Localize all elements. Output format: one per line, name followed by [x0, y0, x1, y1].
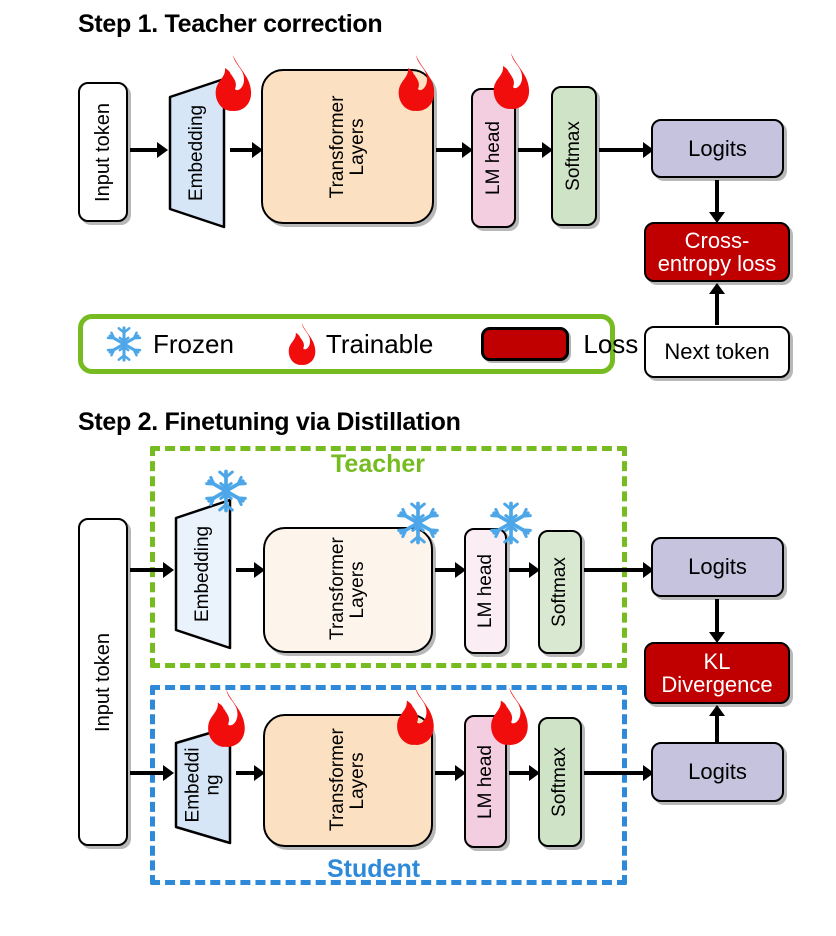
teacher-group-label: Teacher — [331, 450, 426, 478]
step1-arrow-6-head — [709, 212, 725, 223]
student-embedding-label: Embeddi ng — [182, 747, 223, 823]
kl-divergence-box: KL Divergence — [644, 642, 790, 704]
step1-logits-box: Logits — [651, 119, 784, 178]
fire-icon — [395, 54, 435, 112]
teacher-transformer-box: Transformer Layers — [263, 527, 433, 653]
fire-icon — [487, 686, 529, 746]
kl-arrow-top-head — [709, 632, 725, 643]
student-transformer-label: Transformer Layers — [327, 727, 368, 831]
step1-arrow-1 — [130, 148, 159, 152]
legend-item-loss: Loss — [481, 327, 638, 361]
step1-title: Step 1. Teacher correction — [78, 10, 383, 38]
step1-lmhead-label: LM head — [482, 121, 504, 195]
student-arrow-1-head — [163, 765, 174, 781]
teacher-arrow-5 — [584, 568, 646, 572]
step1-arrow-6 — [715, 180, 719, 215]
step1-input-token-box: Input token — [78, 82, 128, 222]
snowflake-icon — [488, 500, 534, 546]
step1-embedding-box: Embedding — [166, 75, 228, 231]
student-softmax-label: Softmax — [549, 747, 571, 817]
step2-input-token-box: Input token — [78, 518, 128, 846]
step1-lmhead-box: LM head — [471, 88, 516, 228]
step1-arrow-7-head — [709, 283, 725, 294]
step1-arrow-1-head — [157, 142, 168, 158]
fire-icon — [490, 52, 530, 110]
teacher-logits-label: Logits — [688, 554, 747, 580]
teacher-softmax-label: Softmax — [549, 557, 571, 627]
step1-arrow-3 — [436, 148, 464, 152]
step1-loss-box: Cross-entropy loss — [644, 222, 790, 282]
teacher-arrow-4 — [509, 568, 532, 572]
teacher-logits-box: Logits — [651, 537, 784, 597]
step1-arrow-5-head — [643, 142, 654, 158]
step1-logits-label: Logits — [688, 135, 747, 161]
step2-input-token-label: Input token — [91, 632, 114, 732]
kl-divergence-label: KL Divergence — [661, 648, 773, 697]
kl-arrow-top — [715, 599, 719, 635]
step1-arrow-2 — [230, 148, 254, 152]
teacher-embedding-label: Embedding — [192, 525, 214, 623]
student-arrow-5 — [584, 771, 646, 775]
student-arrow-2-head — [254, 765, 265, 781]
step1-arrow-7 — [715, 289, 719, 325]
fire-icon — [204, 688, 246, 748]
teacher-softmax-box: Softmax — [538, 530, 582, 654]
student-arrow-3-head — [455, 765, 466, 781]
student-group-box — [150, 685, 627, 885]
snowflake-icon — [203, 468, 249, 514]
fire-icon — [212, 54, 252, 112]
snowflake-icon — [105, 325, 143, 363]
teacher-arrow-1 — [130, 568, 165, 572]
step1-arrow-2-head — [252, 142, 263, 158]
student-arrow-4-head — [529, 765, 540, 781]
teacher-arrow-3-head — [455, 562, 466, 578]
legend-frozen-label: Frozen — [153, 328, 234, 359]
teacher-arrow-5-head — [643, 562, 654, 578]
snowflake-icon — [395, 500, 441, 546]
teacher-arrow-1-head — [163, 562, 174, 578]
student-group-label: Student — [327, 855, 421, 883]
kl-arrow-bottom-head — [709, 705, 725, 716]
student-softmax-box: Softmax — [538, 717, 582, 847]
loss-swatch — [481, 327, 570, 361]
step1-next-token-label: Next token — [664, 339, 770, 365]
fire-icon — [393, 686, 435, 746]
step2-title: Step 2. Finetuning via Distillation — [78, 408, 461, 436]
step1-embedding-label: Embedding — [186, 104, 208, 202]
legend-item-trainable: Trainable — [286, 322, 433, 366]
teacher-lmhead-label: LM head — [474, 554, 496, 628]
step1-transformer-label: Transformer Layers — [326, 95, 368, 198]
teacher-arrow-3 — [435, 568, 458, 572]
student-arrow-1 — [130, 771, 165, 775]
legend-box: Frozen Trainable Loss — [78, 314, 638, 374]
fire-icon — [286, 322, 316, 366]
teacher-transformer-label: Transformer Layers — [327, 537, 368, 640]
step1-loss-label: Cross-entropy loss — [657, 227, 777, 276]
teacher-lmhead-box: LM head — [464, 528, 507, 654]
student-logits-label: Logits — [688, 759, 747, 785]
teacher-arrow-2 — [236, 568, 258, 572]
teacher-group-box — [150, 446, 627, 668]
student-arrow-3 — [435, 771, 458, 775]
student-arrow-4 — [509, 771, 532, 775]
step1-arrow-3-head — [462, 142, 473, 158]
step1-input-token-label: Input token — [91, 102, 114, 202]
step1-arrow-4-head — [542, 142, 553, 158]
step1-next-token-box: Next token — [644, 326, 790, 378]
legend-trainable-label: Trainable — [325, 328, 434, 359]
step1-arrow-4 — [518, 148, 544, 152]
student-arrow-5-head — [643, 765, 654, 781]
kl-arrow-bottom — [715, 711, 719, 744]
step1-softmax-box: Softmax — [551, 86, 597, 226]
step1-softmax-label: Softmax — [563, 121, 585, 191]
teacher-arrow-2-head — [254, 562, 265, 578]
teacher-embedding-box: Embedding — [172, 496, 234, 652]
teacher-arrow-4-head — [529, 562, 540, 578]
student-lmhead-label: LM head — [474, 744, 496, 819]
student-arrow-2 — [236, 771, 258, 775]
legend-loss-label: Loss — [583, 328, 639, 359]
legend-item-frozen: Frozen — [105, 325, 234, 363]
step1-arrow-5 — [599, 148, 646, 152]
student-logits-box: Logits — [651, 742, 784, 802]
